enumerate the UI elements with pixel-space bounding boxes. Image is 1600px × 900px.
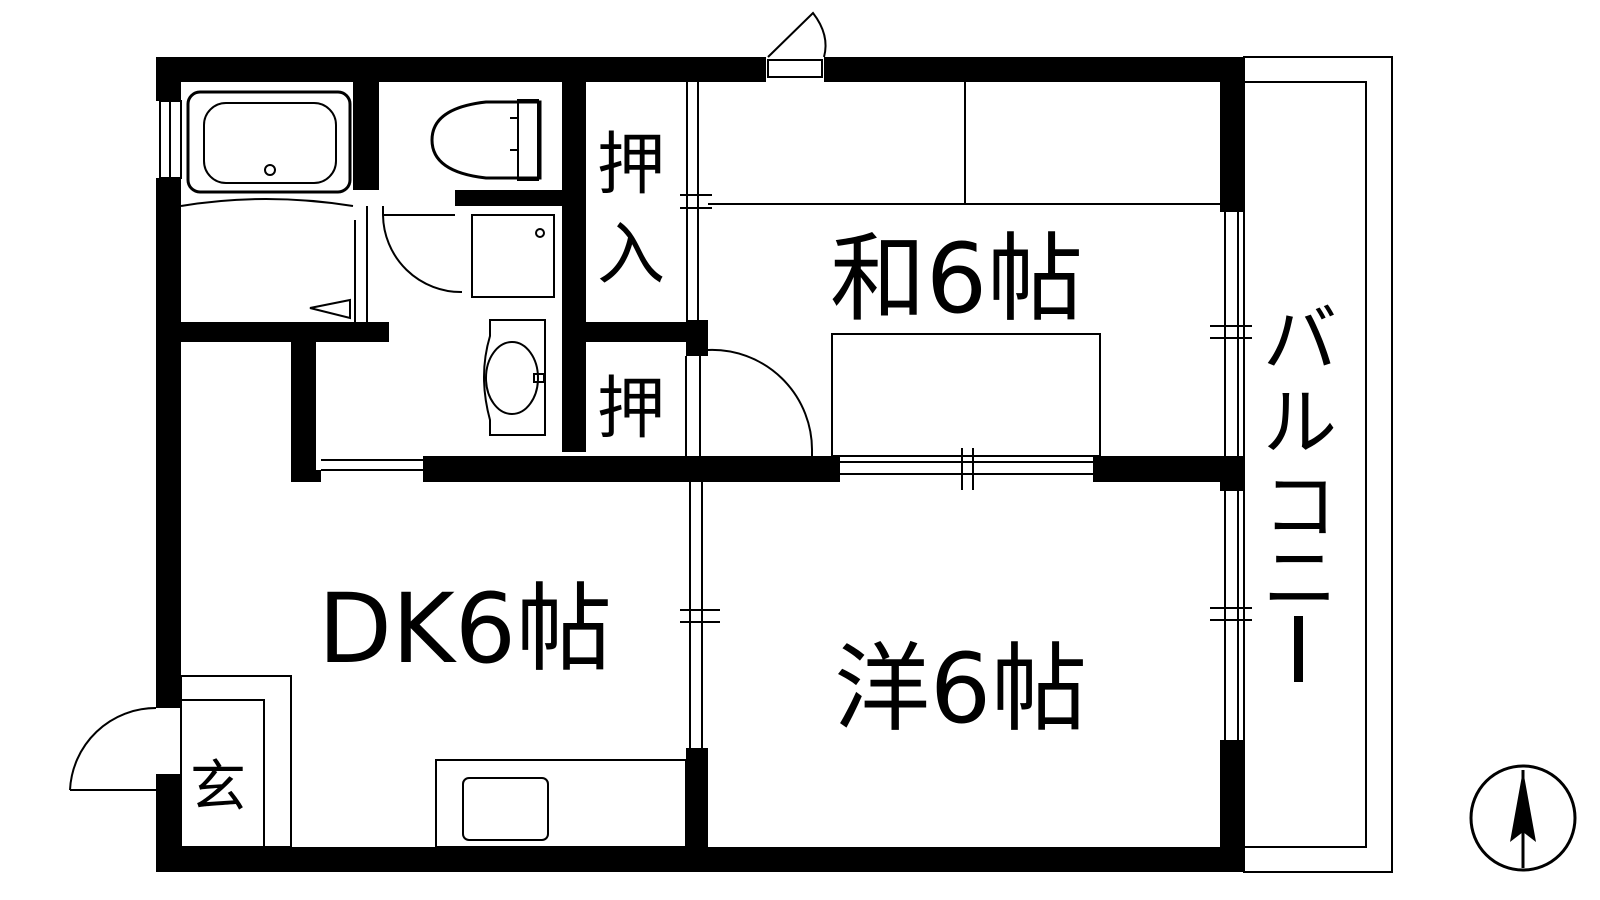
- fixtures: [69, 11, 1393, 873]
- washing-machine: [471, 214, 555, 298]
- sink: [462, 777, 549, 841]
- toilet-door: [382, 214, 463, 294]
- genkan-label: 玄: [190, 755, 246, 820]
- yoshitsu-label: 洋6帖: [834, 633, 1087, 745]
- top-door-frame: [767, 59, 823, 78]
- oshiire-small-label: 押: [597, 370, 665, 449]
- outer-walls: [156, 57, 1244, 872]
- oshiire-large-label-1: 押: [597, 126, 665, 205]
- balcony-label: バ ル コ ニ: [1263, 297, 1337, 682]
- balcony-char: ル: [1263, 380, 1337, 466]
- toilet: [430, 100, 542, 180]
- dk-label: DK6帖: [318, 573, 612, 685]
- balcony-char: バ: [1263, 297, 1337, 383]
- balcony-char: ニ: [1263, 536, 1337, 622]
- north-arrow-icon: [1469, 764, 1577, 872]
- washbasin: [483, 319, 546, 436]
- kitchen-counter: [435, 759, 687, 848]
- tatami-mat: [831, 333, 1101, 457]
- washitsu-label: 和6帖: [830, 223, 1083, 335]
- balcony-char-bar: [1294, 616, 1303, 682]
- bathtub: [186, 90, 352, 194]
- washitsu-door: [707, 348, 814, 453]
- entrance-door: [69, 706, 157, 791]
- interior-walls: [181, 82, 1220, 848]
- oshiire-large-label-2: 入: [597, 216, 665, 295]
- balcony-char: コ: [1263, 464, 1337, 550]
